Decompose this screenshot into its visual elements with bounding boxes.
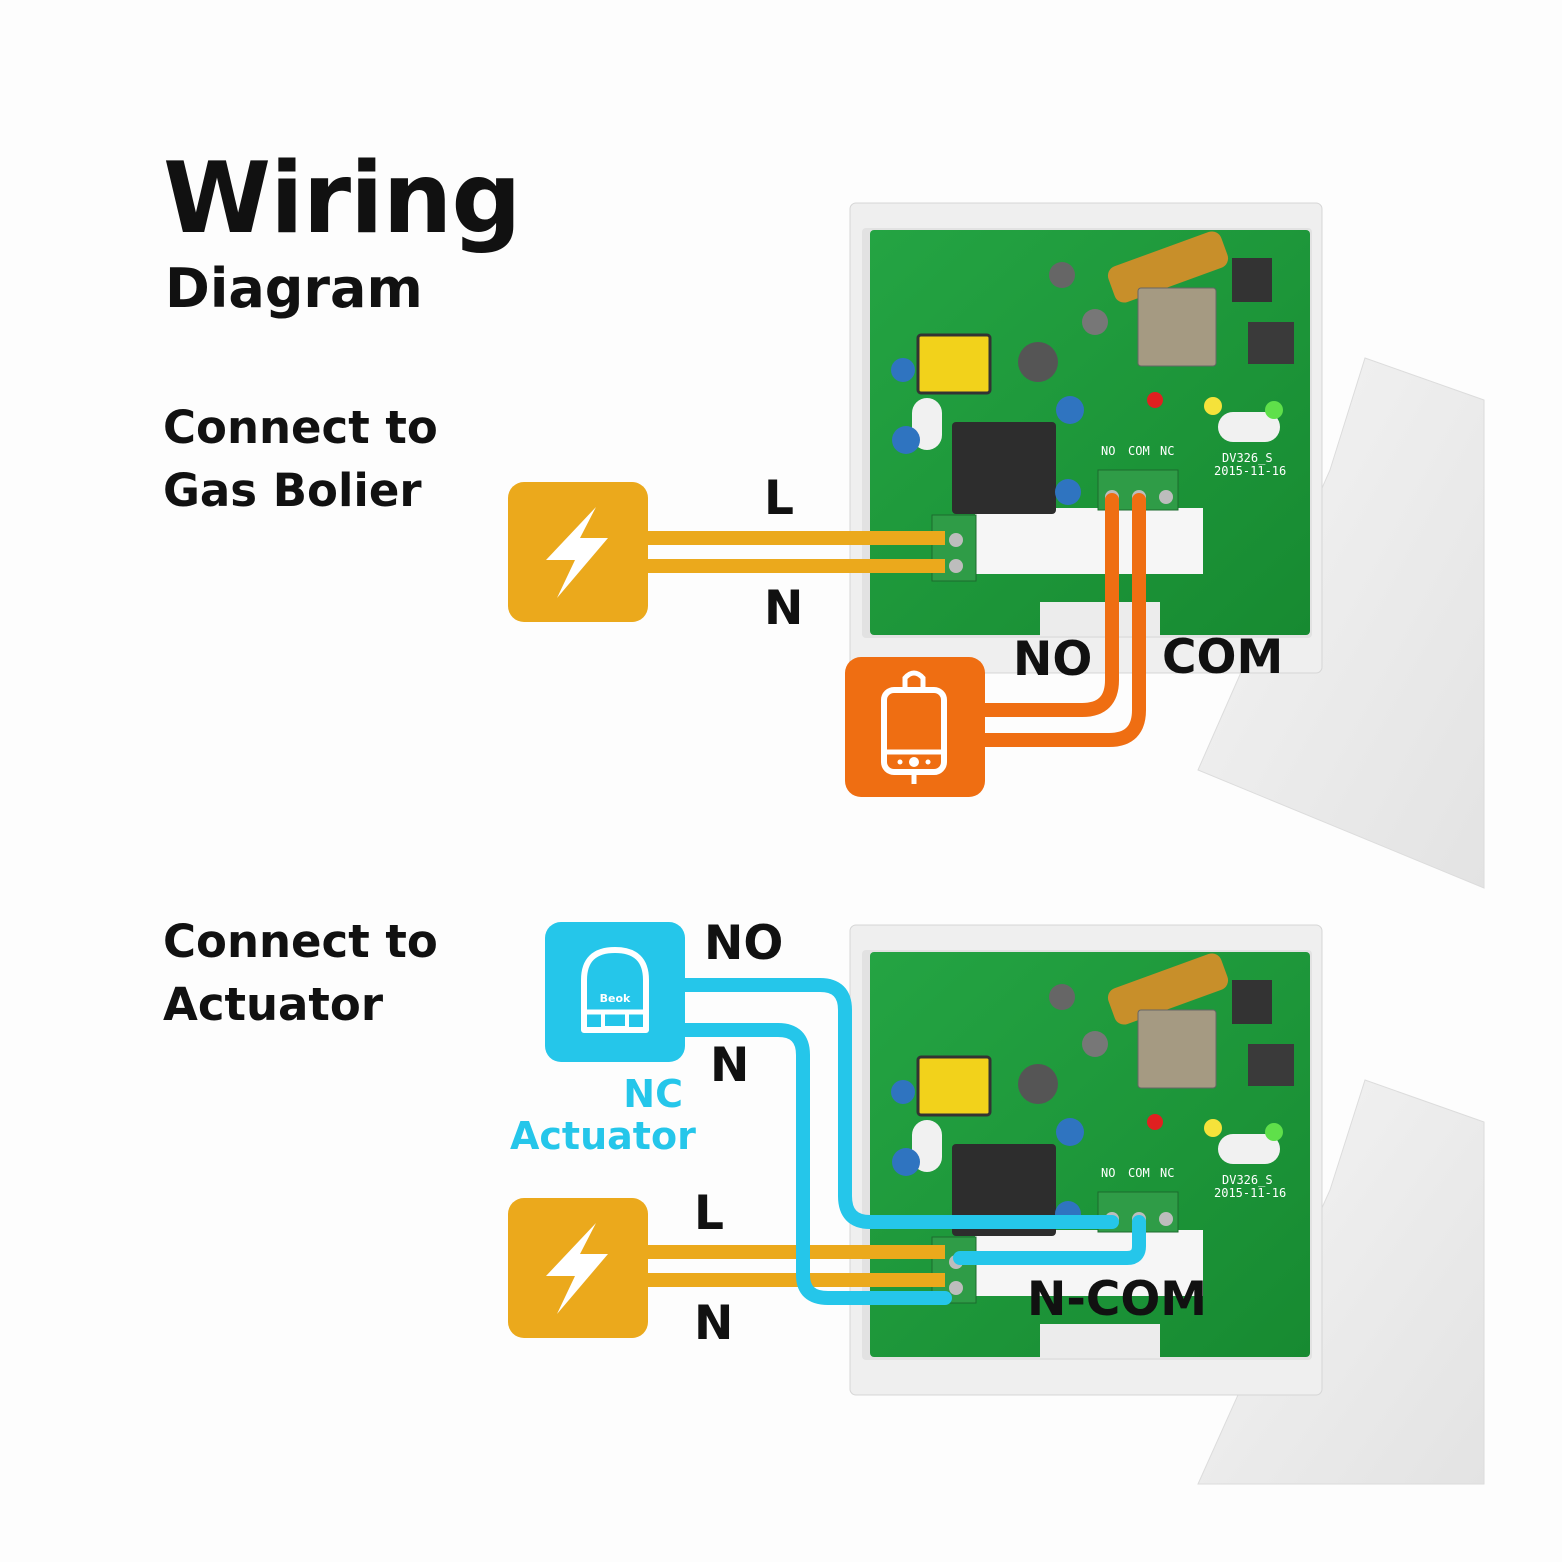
relay <box>952 1144 1056 1236</box>
transformer <box>916 333 992 395</box>
wifi-module <box>1137 1009 1217 1089</box>
terminal-com-label: COM <box>1128 444 1150 458</box>
capacitor <box>1049 262 1075 288</box>
slot <box>1218 1134 1280 1164</box>
wire-label-ncom: N-COM <box>1027 1272 1208 1327</box>
section-label-line1: Connect to <box>163 915 438 968</box>
section-label-line2: Gas Bolier <box>163 464 422 517</box>
wifi-module <box>1137 287 1217 367</box>
led-green <box>1265 1123 1283 1141</box>
wire-n-top <box>673 1023 952 1305</box>
capacitor <box>1082 1031 1108 1057</box>
wires-bottom-power <box>645 1245 945 1287</box>
pcb-cutout <box>975 508 1203 574</box>
lightning-icon <box>508 1198 648 1338</box>
lightning-icon <box>508 482 648 622</box>
capacitor <box>1056 1118 1084 1146</box>
screw <box>1159 1212 1173 1226</box>
terminal-no-label: NO <box>1101 444 1115 458</box>
led-red <box>1147 392 1163 408</box>
capacitor <box>1018 342 1058 382</box>
led-yellow <box>1204 397 1222 415</box>
thermostat-top: NO COM NC DV326_S 2015-11-16 <box>849 202 1485 889</box>
screw <box>1159 490 1173 504</box>
wire-com <box>973 493 1146 747</box>
actuator-caption: NC Actuator <box>510 1072 696 1158</box>
screw <box>949 559 963 573</box>
board-date: 2015-11-16 <box>1214 1186 1286 1200</box>
capacitor <box>1049 984 1075 1010</box>
actuator-caption-line2: Actuator <box>510 1114 696 1158</box>
wire-ncom <box>953 1215 1146 1265</box>
screw <box>949 1281 963 1295</box>
led-red <box>1147 1114 1163 1130</box>
cover-panel <box>1197 357 1485 889</box>
wires-top-power <box>645 531 945 573</box>
board-date: 2015-11-16 <box>1214 464 1286 478</box>
slot <box>1218 412 1280 442</box>
capacitor <box>1018 1064 1058 1104</box>
button <box>1248 322 1294 364</box>
board-model: DV326_S <box>1222 451 1273 465</box>
screw <box>949 533 963 547</box>
actuator-brand: Beok <box>600 992 631 1005</box>
wire-label-n: N <box>764 581 804 636</box>
terminal-no-label: NO <box>1101 1166 1115 1180</box>
section-label-gas-boiler: Connect to Gas Bolier <box>163 396 438 522</box>
boiler-icon <box>845 657 985 797</box>
wire-label-n: N <box>694 1296 734 1351</box>
capacitor <box>892 1148 920 1176</box>
button <box>1248 1044 1294 1086</box>
relay <box>952 422 1056 514</box>
terminal-com-label: COM <box>1128 1166 1150 1180</box>
section-label-line1: Connect to <box>163 401 438 454</box>
section-label-line2: Actuator <box>163 978 384 1031</box>
wire-label-n-top: N <box>710 1038 750 1093</box>
antenna-coil <box>1107 231 1229 303</box>
transformer <box>916 1055 992 1117</box>
wire-no <box>973 493 1119 717</box>
led-green <box>1265 401 1283 419</box>
capacitor <box>891 1080 915 1104</box>
capacitor <box>892 426 920 454</box>
wire-label-l: L <box>694 1186 724 1241</box>
board-model: DV326_S <box>1222 1173 1273 1187</box>
actuator-icon: Beok <box>545 922 685 1062</box>
capacitor <box>1056 396 1084 424</box>
pcb-notch <box>1040 1324 1160 1358</box>
chip <box>1232 980 1272 1024</box>
wire-label-no: NO <box>704 916 784 971</box>
wire-label-no: NO <box>1013 632 1093 687</box>
thermostat-bottom: NO COM NC DV326_S 2015-11-16 <box>849 924 1485 1485</box>
antenna-coil <box>1107 953 1229 1025</box>
wire-no <box>673 978 1119 1229</box>
chip <box>1232 258 1272 302</box>
wires-top-boiler <box>973 493 1146 747</box>
capacitor <box>1055 479 1081 505</box>
wires-bottom-actuator <box>673 978 1146 1305</box>
capacitor <box>1082 309 1108 335</box>
diagram-title: Wiring <box>163 142 522 256</box>
terminal-nc-label: NC <box>1160 444 1174 458</box>
capacitor <box>891 358 915 382</box>
diagram-subtitle: Diagram <box>165 257 423 320</box>
section-label-actuator: Connect to Actuator <box>163 910 438 1036</box>
led-yellow <box>1204 1119 1222 1137</box>
terminal-nc-label: NC <box>1160 1166 1174 1180</box>
wire-label-l: L <box>764 471 794 526</box>
wire-label-com: COM <box>1162 630 1284 685</box>
actuator-caption-line1: NC <box>623 1072 683 1116</box>
